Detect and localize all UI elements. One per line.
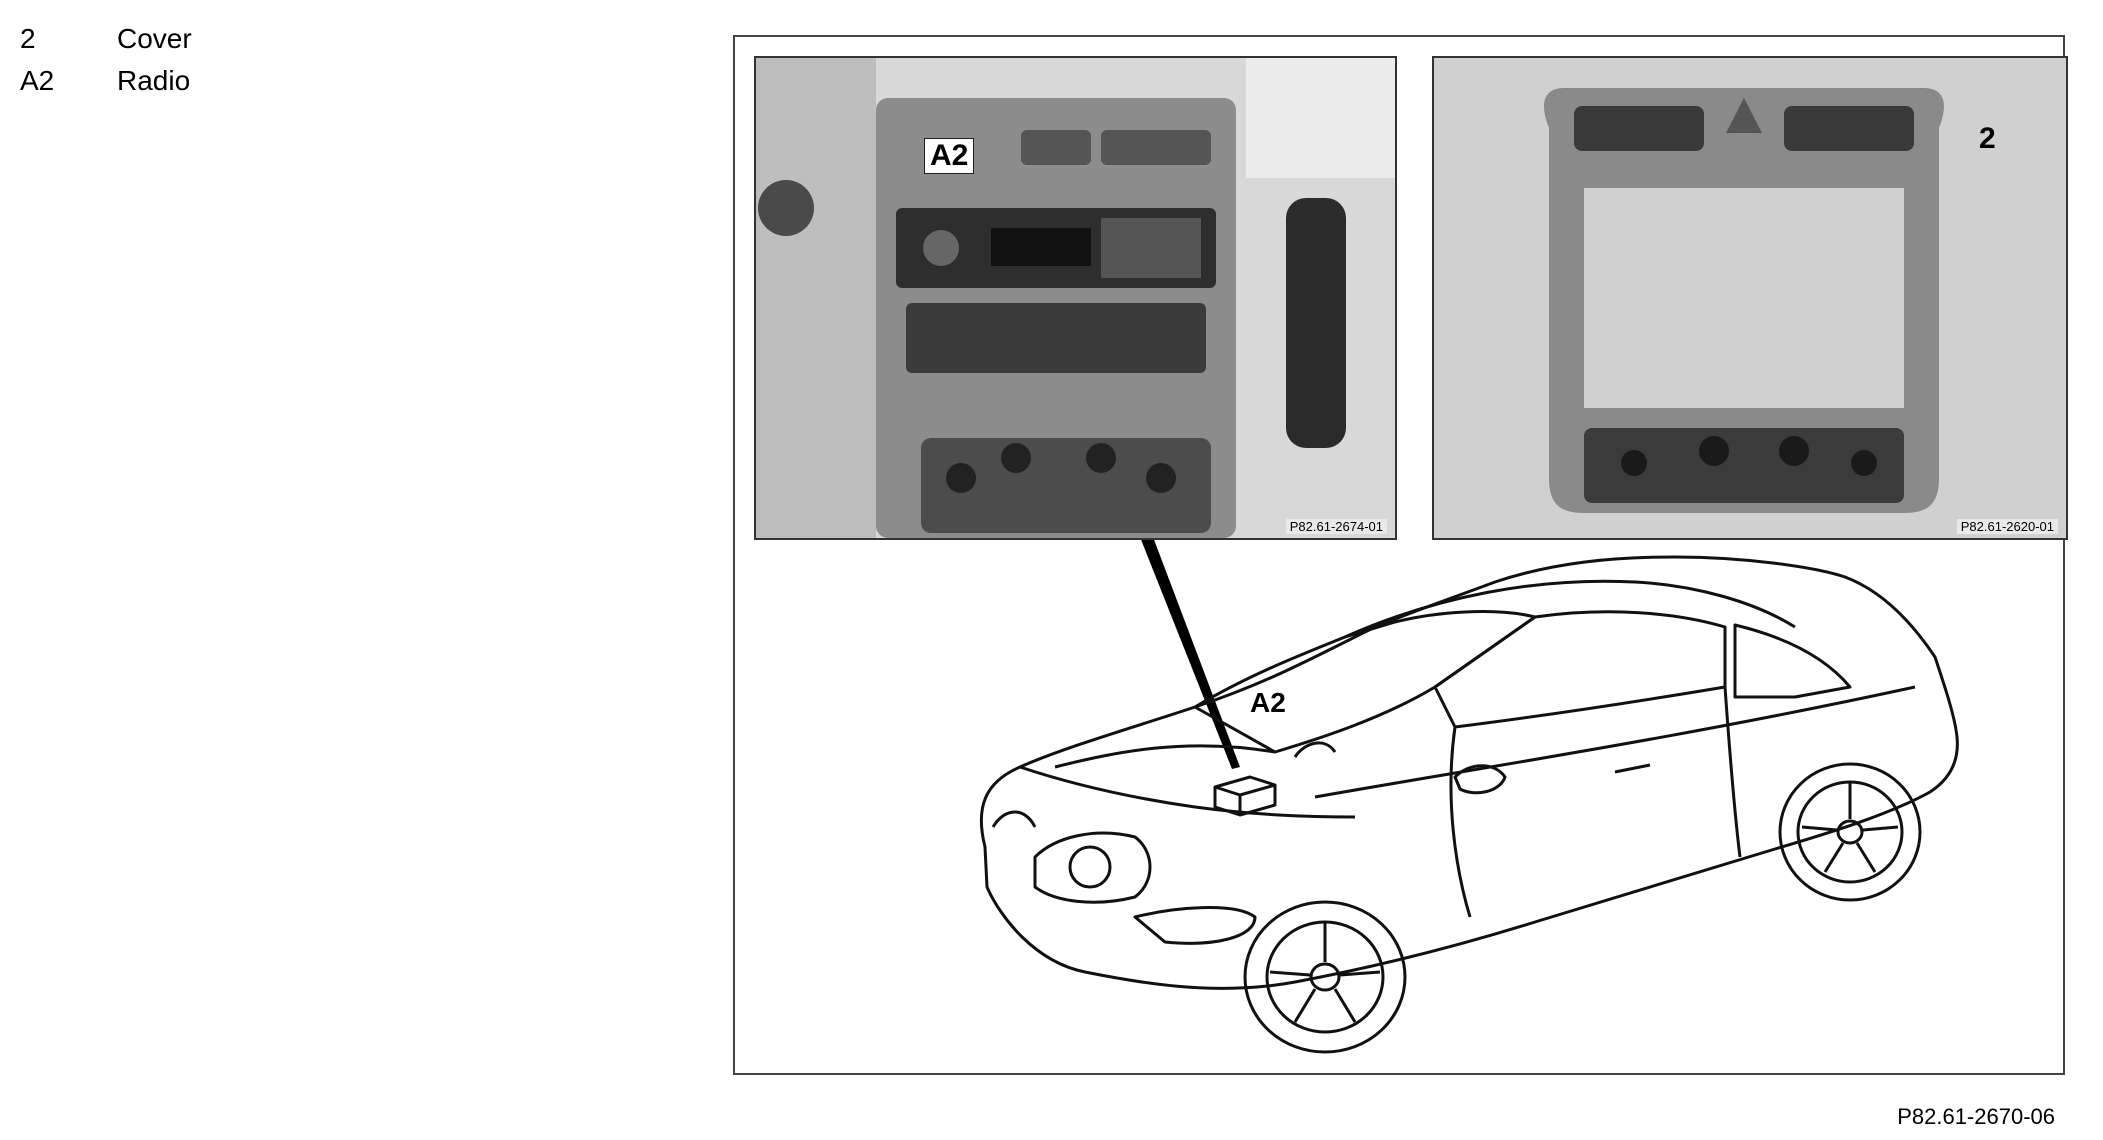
legend-label: Radio: [117, 65, 191, 96]
figure-frame: A2 P82.61-2674-01 2 P82.61-2620-01 A2: [733, 35, 2068, 1075]
dashboard-photo: A2 P82.61-2674-01: [754, 56, 1397, 540]
cover-drawing: [1434, 58, 2066, 538]
legend: 2 Cover A2 Radio: [20, 18, 192, 102]
photo-reference: P82.61-2674-01: [1285, 519, 1387, 534]
legend-key: 2: [20, 23, 36, 54]
legend-item: A2 Radio: [20, 60, 192, 102]
car-callout-label: A2: [1250, 687, 1286, 718]
car-illustration: [979, 537, 1959, 1054]
figure-reference: P82.61-2670-06: [1897, 1104, 2055, 1129]
photo-reference: P82.61-2620-01: [1956, 519, 2058, 534]
legend-item: 2 Cover: [20, 18, 192, 60]
photo-callout-label: A2: [924, 138, 975, 174]
leader-line: [1140, 537, 1240, 769]
photo-callout-label: 2: [1979, 122, 1996, 155]
legend-key: A2: [20, 65, 55, 96]
legend-label: Cover: [117, 23, 192, 54]
cover-photo: 2 P82.61-2620-01: [1432, 56, 2068, 540]
dashboard-drawing: [756, 58, 1395, 538]
